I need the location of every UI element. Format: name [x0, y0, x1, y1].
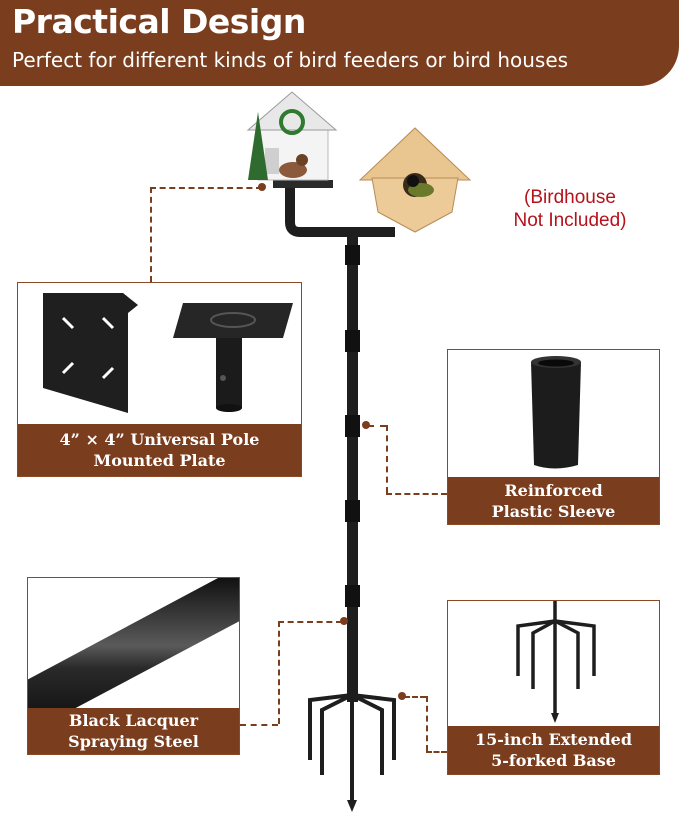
- connector-sleeve-top: [368, 425, 386, 427]
- fork-base-icon: [516, 601, 596, 723]
- bird-icon: [279, 154, 308, 178]
- page-title: Practical Design: [12, 2, 306, 41]
- connector-dot: [340, 617, 348, 625]
- connector-base-vert: [426, 696, 428, 751]
- connector-base-top: [404, 696, 426, 698]
- feature-card-mounted-plate: 4” × 4” Universal Pole Mounted Plate: [17, 282, 302, 477]
- mount-plate-icon: [43, 293, 293, 413]
- feature-card-forked-base: 15-inch Extended 5-forked Base: [447, 600, 660, 775]
- birdhouse-wood-icon: [358, 127, 472, 233]
- mounting-arm: [285, 188, 395, 237]
- pole-fork-base: [308, 690, 396, 805]
- feature-caption: 15-inch Extended 5-forked Base: [448, 726, 659, 774]
- birdhouse-not-included-note: (Birdhouse Not Included): [513, 187, 627, 231]
- feature-caption: Black Lacquer Spraying Steel: [28, 708, 239, 754]
- feature-caption: Reinforced Plastic Sleeve: [448, 477, 659, 524]
- feature-card-lacquer-steel: Black Lacquer Spraying Steel: [27, 577, 240, 755]
- connector-steel-bottom: [240, 724, 278, 726]
- header-banner: Practical Design Perfect for different k…: [0, 0, 679, 86]
- connector-dot: [362, 421, 370, 429]
- connector-plate-vert: [150, 187, 152, 282]
- pole-shaft: [347, 232, 358, 702]
- sleeve-icon: [531, 356, 581, 469]
- connector-base-bottom: [426, 751, 447, 753]
- connector-plate-top: [150, 187, 262, 189]
- connector-dot: [398, 692, 406, 700]
- steel-pole-icon: [28, 578, 239, 728]
- feature-card-plastic-sleeve: Reinforced Plastic Sleeve: [447, 349, 660, 525]
- top-plate: [273, 180, 333, 188]
- connector-dot: [258, 183, 266, 191]
- page-subtitle: Perfect for different kinds of bird feed…: [12, 48, 569, 72]
- connector-steel-top: [278, 621, 342, 623]
- feature-caption: 4” × 4” Universal Pole Mounted Plate: [18, 424, 301, 476]
- connector-sleeve-vert: [386, 425, 388, 493]
- connector-sleeve-bottom: [386, 493, 447, 495]
- connector-steel-vert: [278, 621, 280, 724]
